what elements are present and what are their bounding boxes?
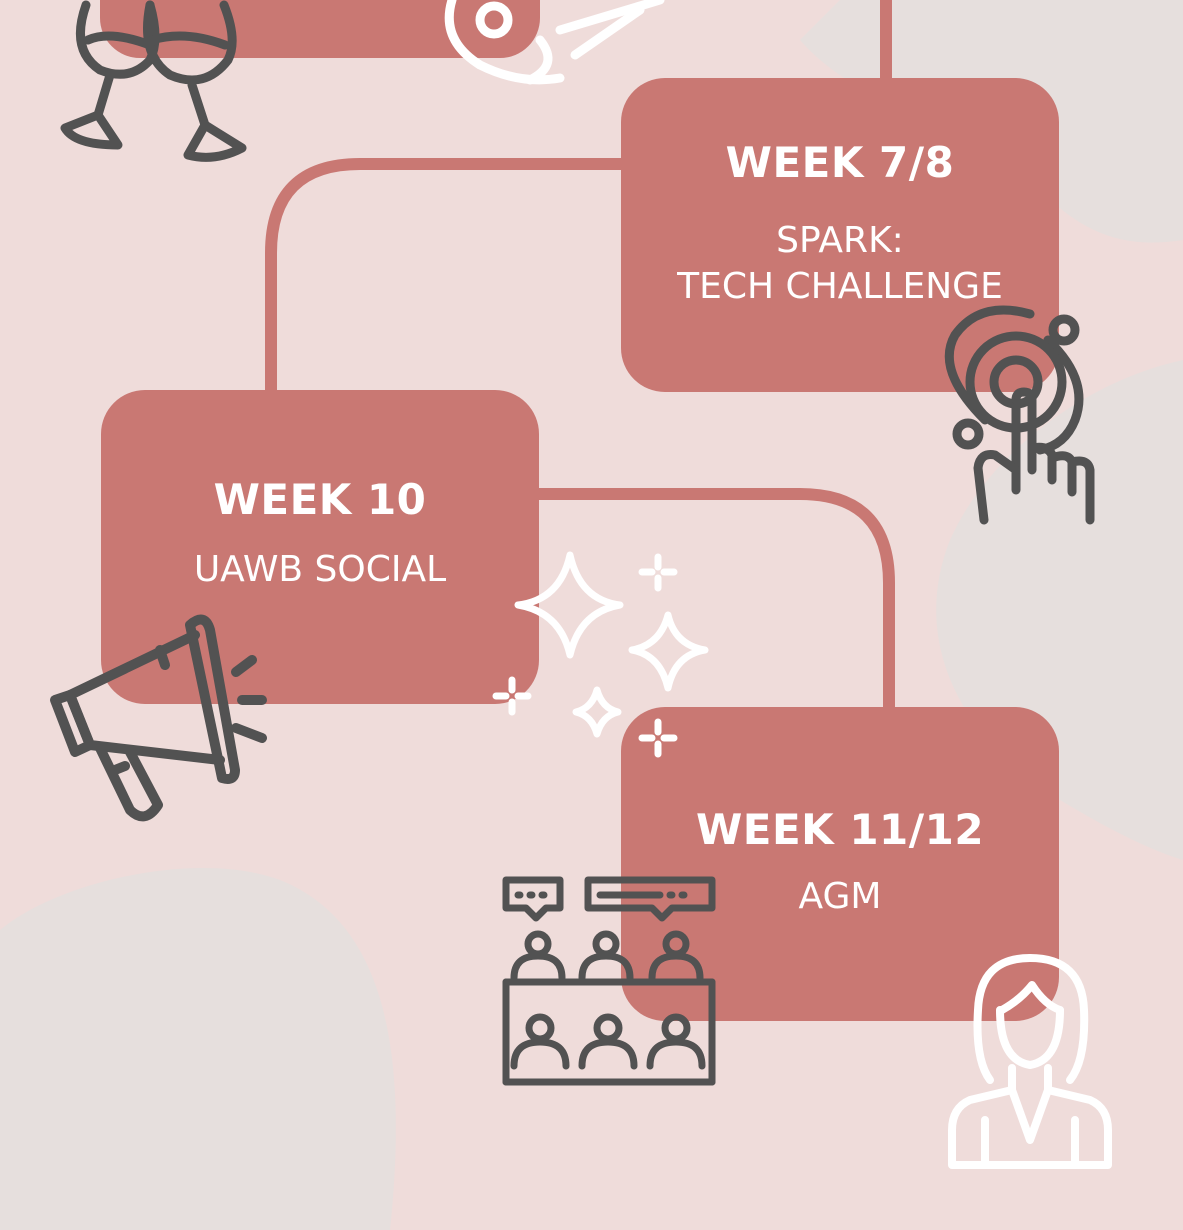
timeline-card-week-7-8: WEEK 7/8 SPARK: TECH CHALLENGE [621, 78, 1059, 392]
event-title: AGM [798, 876, 882, 917]
event-title: UAWB SOCIAL [193, 549, 447, 590]
timeline-card-week-11-12: WEEK 11/12 AGM [621, 707, 1059, 1021]
week-label: WEEK 11/12 [695, 805, 985, 854]
timeline-card-previous [100, 0, 540, 58]
timeline-card-week-10: WEEK 10 UAWB SOCIAL [101, 390, 539, 704]
week-label: WEEK 10 [213, 475, 427, 524]
connector-w78-to-w10 [265, 158, 625, 392]
timeline-connectors [265, 0, 895, 710]
week-label: WEEK 7/8 [725, 138, 955, 187]
event-title: SPARK: TECH CHALLENGE [621, 218, 1059, 310]
event-line-1: SPARK: [776, 220, 904, 261]
background-blob-bottom-left [0, 868, 396, 1230]
event-line-2: TECH CHALLENGE [677, 266, 1003, 307]
connector-w10-to-w1112 [536, 488, 895, 710]
